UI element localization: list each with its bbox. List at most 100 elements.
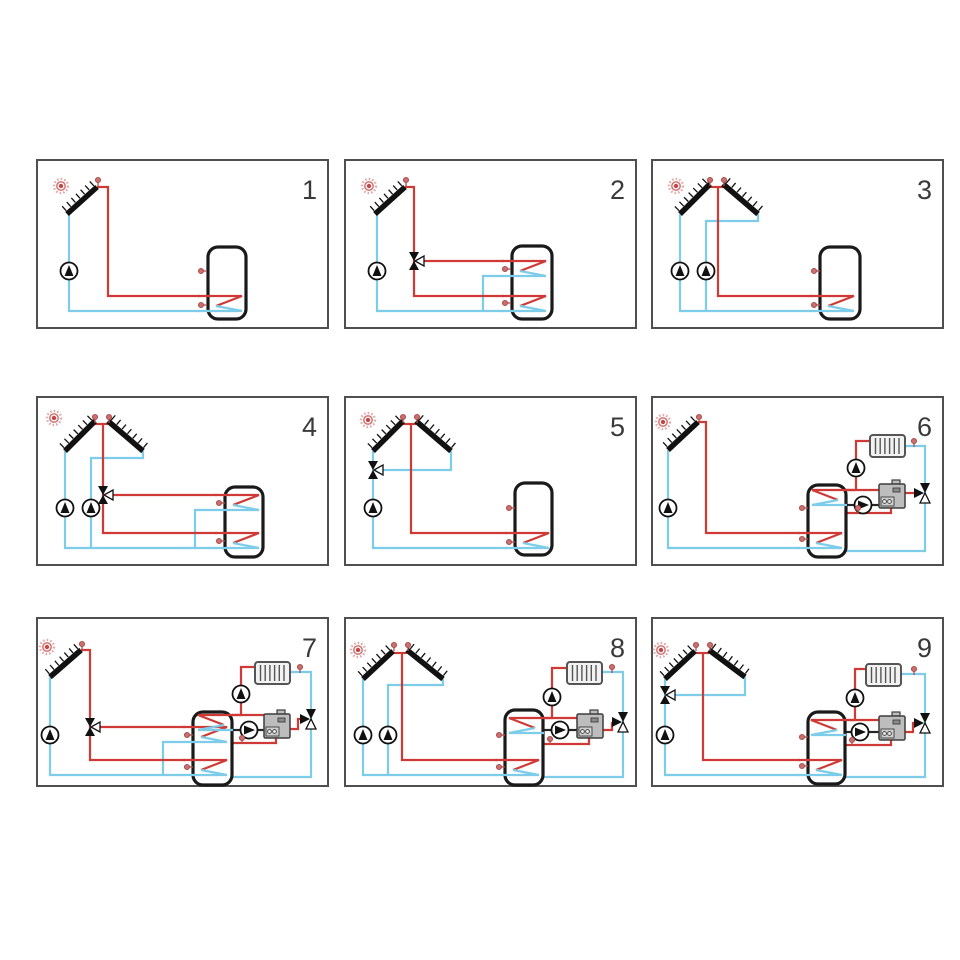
pipe-red xyxy=(97,185,200,298)
pump-icon xyxy=(55,498,75,518)
heat-exchanger-coil xyxy=(183,758,228,777)
temperature-sensor-icon xyxy=(183,763,193,771)
pipe-red xyxy=(81,648,185,762)
panel-2: 2 xyxy=(344,159,637,329)
panel-number: 5 xyxy=(610,412,625,442)
sun-icon xyxy=(38,638,56,656)
pump-icon xyxy=(59,261,79,281)
heat-exchanger-coil xyxy=(810,718,855,737)
pipe-red xyxy=(409,424,507,535)
temperature-sensor-icon xyxy=(706,176,714,186)
temperature-sensor-icon xyxy=(91,413,99,423)
temperature-sensor-icon xyxy=(810,301,820,309)
temperature-sensor-icon xyxy=(296,663,304,673)
solar-collector-icon xyxy=(357,645,395,682)
panel-border xyxy=(651,159,944,329)
solar-collector-icon xyxy=(721,177,763,217)
temperature-sensor-icon xyxy=(692,641,700,651)
panel-4: 4 xyxy=(36,396,329,566)
pump-icon xyxy=(378,725,398,745)
solar-collector-icon xyxy=(61,180,99,217)
temperature-sensor-icon xyxy=(854,504,862,514)
boiler-icon xyxy=(263,709,291,739)
pipe-red xyxy=(905,721,915,734)
pipe-red xyxy=(698,420,800,535)
temperature-sensor-icon xyxy=(695,413,703,423)
pump-icon xyxy=(81,498,101,518)
heat-exchanger-coil xyxy=(215,493,260,512)
temperature-sensor-icon xyxy=(94,176,102,186)
temperature-sensor-icon xyxy=(720,176,728,186)
pump-icon xyxy=(670,261,690,281)
temperature-sensor-icon xyxy=(608,663,616,673)
temperature-sensor-icon xyxy=(495,731,505,739)
pump-icon xyxy=(542,687,562,707)
heat-exchanger-coil xyxy=(197,713,242,732)
storage-tank xyxy=(513,481,554,557)
solar-collector-icon xyxy=(662,416,700,453)
pump-icon xyxy=(853,495,873,515)
temperature-sensor-icon xyxy=(215,537,225,545)
boiler-icon xyxy=(878,479,906,509)
temperature-sensor-icon xyxy=(501,299,511,307)
pipe-blue xyxy=(678,214,812,313)
temperature-sensor-icon xyxy=(505,538,515,546)
sun-icon xyxy=(652,641,670,659)
sun-icon xyxy=(654,413,672,431)
panel-border xyxy=(651,617,944,787)
solar-collector-icon xyxy=(367,415,405,453)
temperature-sensor-icon xyxy=(798,733,808,741)
pump-icon xyxy=(696,261,716,281)
temperature-sensor-icon xyxy=(810,267,820,275)
pipe-red xyxy=(400,653,497,762)
pump-icon xyxy=(231,684,251,704)
solar-collector-icon xyxy=(59,415,97,453)
solar-collector-icon xyxy=(659,645,697,682)
temperature-sensor-icon xyxy=(238,734,246,744)
temperature-sensor-icon xyxy=(404,641,412,651)
three-way-valve-icon xyxy=(914,713,932,734)
heat-exchanger-coil xyxy=(502,259,547,278)
panel-number: 3 xyxy=(917,175,932,205)
temperature-sensor-icon xyxy=(501,265,511,273)
boiler-icon xyxy=(878,711,906,741)
panel-border xyxy=(36,396,329,566)
sun-icon xyxy=(45,409,63,427)
sun-icon xyxy=(349,641,367,659)
pump-icon xyxy=(550,720,570,740)
panel-number: 4 xyxy=(302,412,317,442)
heat-exchanger-coil xyxy=(495,758,540,777)
pump-icon xyxy=(367,261,387,281)
pipe-blue xyxy=(161,740,183,775)
pump-icon xyxy=(850,722,870,742)
sun-icon xyxy=(667,177,685,195)
temperature-sensor-icon xyxy=(197,267,207,275)
panel-number: 2 xyxy=(610,175,625,205)
heat-exchanger-coil xyxy=(798,531,843,550)
temperature-sensor-icon xyxy=(505,504,515,512)
temperature-sensor-icon xyxy=(215,499,225,507)
temperature-sensor-icon xyxy=(798,504,808,512)
pipe-blue xyxy=(375,213,504,313)
panel-number: 7 xyxy=(302,633,317,663)
temperature-sensor-icon xyxy=(546,735,554,745)
pump-icon xyxy=(846,458,866,478)
temperature-sensor-icon xyxy=(105,413,113,423)
heat-exchanger-coil xyxy=(183,725,228,744)
solar-collector-icon xyxy=(414,414,456,454)
storage-tank xyxy=(818,245,862,321)
pipe-blue xyxy=(48,677,185,777)
panel-border xyxy=(36,159,329,329)
pipe-blue xyxy=(383,451,453,472)
heat-exchanger-coil xyxy=(198,294,243,313)
radiator-icon xyxy=(865,663,902,687)
heat-exchanger-coil xyxy=(508,716,553,735)
three-way-valve-icon xyxy=(300,709,318,730)
heat-exchanger-coil xyxy=(215,531,260,550)
sun-icon xyxy=(359,411,377,429)
pipe-blue xyxy=(361,679,497,777)
three-way-valve-icon xyxy=(914,483,932,504)
temperature-sensor-icon xyxy=(910,665,918,675)
temperature-sensor-icon xyxy=(848,736,856,746)
solar-collector-icon xyxy=(674,178,712,216)
